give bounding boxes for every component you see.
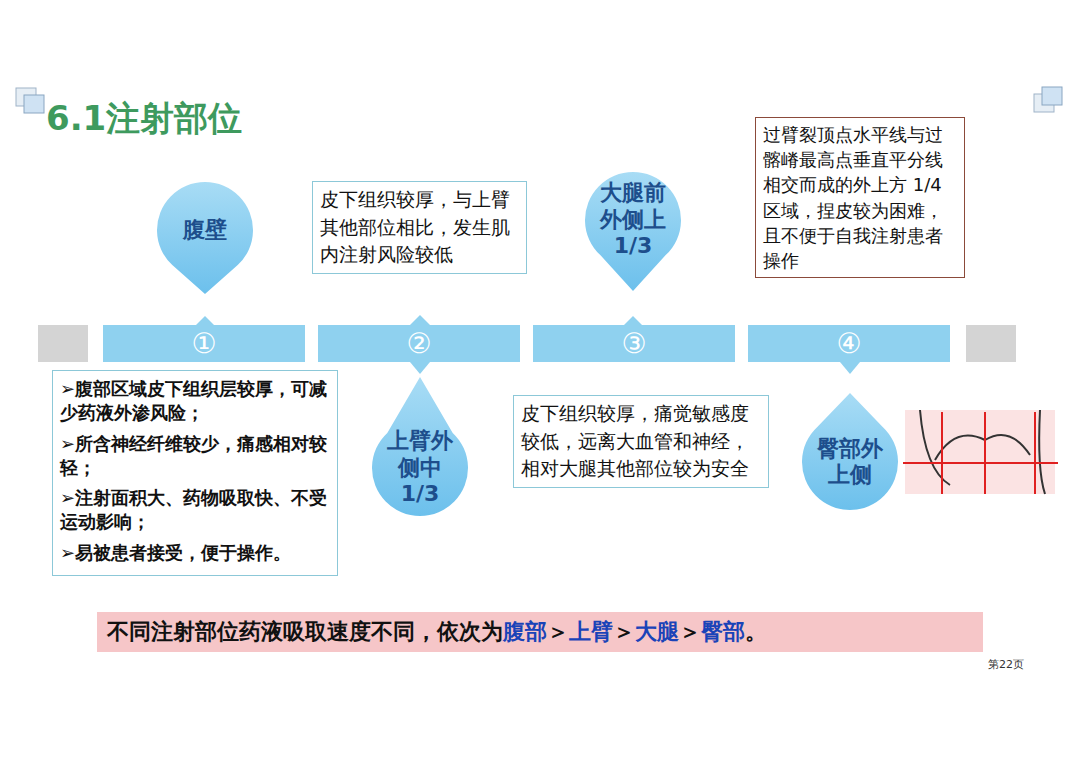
teardrop-node: 大腿前外侧上 1/3	[583, 170, 683, 292]
summary-text: 腹部	[503, 617, 547, 647]
drop-label: 上臂外侧中 1/3	[386, 428, 454, 507]
corner-icon	[1034, 87, 1062, 112]
drop-label: 臀部外上侧	[815, 436, 885, 489]
drop-label-text: 上臂外侧中 1/3	[386, 428, 454, 507]
timeline-bar: ②	[318, 325, 520, 362]
summary-text: ＞	[679, 617, 701, 647]
summary-text: ＞	[547, 617, 569, 647]
drop-label: 大腿前外侧上 1/3	[597, 180, 669, 259]
grey-segment	[38, 325, 88, 362]
text-box: 过臂裂顶点水平线与过髂嵴最高点垂直平分线相交而成的外上方 1/4 区域，捏皮较为…	[755, 117, 965, 278]
list-item: ➢所含神经纤维较少，痛感相对较轻；	[60, 432, 330, 481]
list-item: ➢注射面积大、药物吸取快、不受运动影响；	[60, 486, 330, 535]
page-title: 6.1注射部位	[46, 96, 242, 142]
drop-label: 腹壁	[169, 217, 241, 243]
bullet-list-box: ➢腹部区域皮下组织层较厚，可减少药液外渗风险； ➢所含神经纤维较少，痛感相对较轻；…	[52, 370, 338, 576]
corner-icon	[16, 88, 44, 113]
teardrop-node: 臀部外上侧	[800, 392, 900, 512]
grey-segment	[966, 325, 1016, 362]
teardrop-node: 上臂外侧中 1/3	[370, 376, 470, 518]
text-box: 皮下组织较厚，与上臂其他部位相比，发生肌内注射风险较低	[312, 181, 527, 274]
pointer	[624, 316, 642, 325]
box-text: 皮下组织较厚，痛觉敏感度较低，远离大血管和神经， 相对大腿其他部位较为安全	[521, 400, 761, 483]
pointer	[410, 362, 430, 374]
page-number: 第22页	[988, 657, 1024, 672]
buttock-illustration	[903, 410, 1058, 494]
summary-text: ＞	[613, 617, 635, 647]
step-number: ③	[621, 327, 646, 360]
summary-band: 不同注射部位药液吸取速度不同，依次为腹部 ＞上臂 ＞大腿 ＞臀部。	[97, 612, 983, 652]
text-box: 皮下组织较厚，痛觉敏感度较低，远离大血管和神经， 相对大腿其他部位较为安全	[513, 395, 769, 488]
step-number: ②	[406, 327, 431, 360]
list-item: ➢易被患者接受，便于操作。	[60, 541, 330, 565]
pointer	[840, 362, 860, 374]
list-item: ➢腹部区域皮下组织层较厚，可减少药液外渗风险；	[60, 377, 330, 426]
drop-label-text: 臀部外上侧	[815, 436, 885, 489]
summary-text: 不同注射部位药液吸取速度不同，依次为	[107, 617, 503, 647]
summary-text: 臀部	[701, 617, 745, 647]
timeline-bar: ④	[748, 325, 950, 362]
box-text: 过臂裂顶点水平线与过髂嵴最高点垂直平分线相交而成的外上方 1/4 区域，捏皮较为…	[763, 122, 957, 273]
pointer	[196, 316, 214, 325]
timeline-bar: ③	[533, 325, 735, 362]
summary-text: 上臂	[569, 617, 613, 647]
summary-text: 大腿	[635, 617, 679, 647]
pointer	[410, 315, 430, 325]
step-number: ①	[191, 327, 216, 360]
timeline-bar: ①	[103, 325, 305, 362]
box-text: 皮下组织较厚，与上臂其他部位相比，发生肌内注射风险较低	[320, 186, 519, 269]
drop-label-text: 腹壁	[169, 217, 241, 243]
summary-text: 。	[745, 617, 767, 647]
teardrop-node: 腹壁	[155, 180, 255, 295]
drop-label-text: 大腿前外侧上 1/3	[597, 180, 669, 259]
step-number: ④	[836, 327, 861, 360]
